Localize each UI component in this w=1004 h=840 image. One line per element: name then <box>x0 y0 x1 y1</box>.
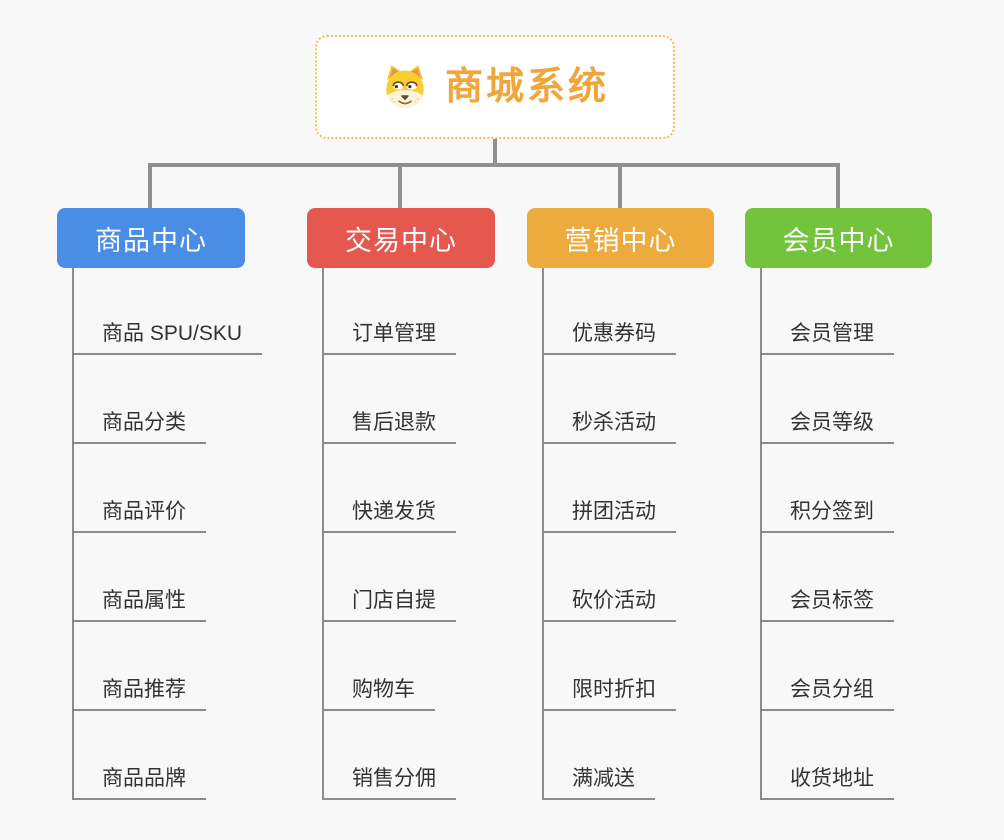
leaf-node[interactable]: 积分签到 <box>760 498 894 533</box>
leaf-node[interactable]: 售后退款 <box>322 409 456 444</box>
branch-spine <box>542 268 544 800</box>
leaf-node[interactable]: 会员标签 <box>760 587 894 622</box>
leaf-node[interactable]: 收货地址 <box>760 765 894 800</box>
leaf-node[interactable]: 商品分类 <box>72 409 206 444</box>
root-title: 商城系统 <box>444 66 609 108</box>
branch-node-trade-center[interactable]: 交易中心 <box>307 208 495 268</box>
leaf-node[interactable]: 砍价活动 <box>542 587 676 622</box>
connector-drop-members <box>836 166 840 209</box>
branch-node-marketing-center[interactable]: 营销中心 <box>527 208 714 268</box>
leaf-node[interactable]: 快递发货 <box>322 498 456 533</box>
leaf-node[interactable]: 订单管理 <box>322 320 456 355</box>
dog-face-icon <box>381 63 429 111</box>
leaf-node[interactable]: 商品品牌 <box>72 765 206 800</box>
connector-drop-marketing <box>618 166 622 209</box>
connector-drop-products <box>148 166 152 209</box>
leaf-node[interactable]: 商品 SPU/SKU <box>72 320 263 355</box>
branch-node-product-center[interactable]: 商品中心 <box>57 208 245 268</box>
leaf-node[interactable]: 会员分组 <box>760 676 894 711</box>
branch-spine <box>760 268 762 800</box>
leaf-node[interactable]: 商品属性 <box>72 587 206 622</box>
leaf-node[interactable]: 优惠券码 <box>542 320 676 355</box>
leaf-node[interactable]: 商品评价 <box>72 498 206 533</box>
leaf-node[interactable]: 会员等级 <box>760 409 894 444</box>
leaf-node[interactable]: 销售分佣 <box>322 765 456 800</box>
leaf-node[interactable]: 满减送 <box>542 765 655 800</box>
branch-spine <box>322 268 324 800</box>
root-node[interactable]: 商城系统 <box>315 35 675 139</box>
connector-bus <box>148 163 840 167</box>
branch-node-member-center[interactable]: 会员中心 <box>745 208 932 268</box>
leaf-node[interactable]: 秒杀活动 <box>542 409 676 444</box>
branch-spine <box>72 268 74 800</box>
connector-drop-trade <box>398 166 402 209</box>
leaf-node[interactable]: 拼团活动 <box>542 498 676 533</box>
leaf-node[interactable]: 商品推荐 <box>72 676 206 711</box>
leaf-node[interactable]: 会员管理 <box>760 320 894 355</box>
leaf-node[interactable]: 门店自提 <box>322 587 456 622</box>
leaf-node[interactable]: 限时折扣 <box>542 676 676 711</box>
leaf-node[interactable]: 购物车 <box>322 676 435 711</box>
connector-root-stem <box>493 139 497 165</box>
